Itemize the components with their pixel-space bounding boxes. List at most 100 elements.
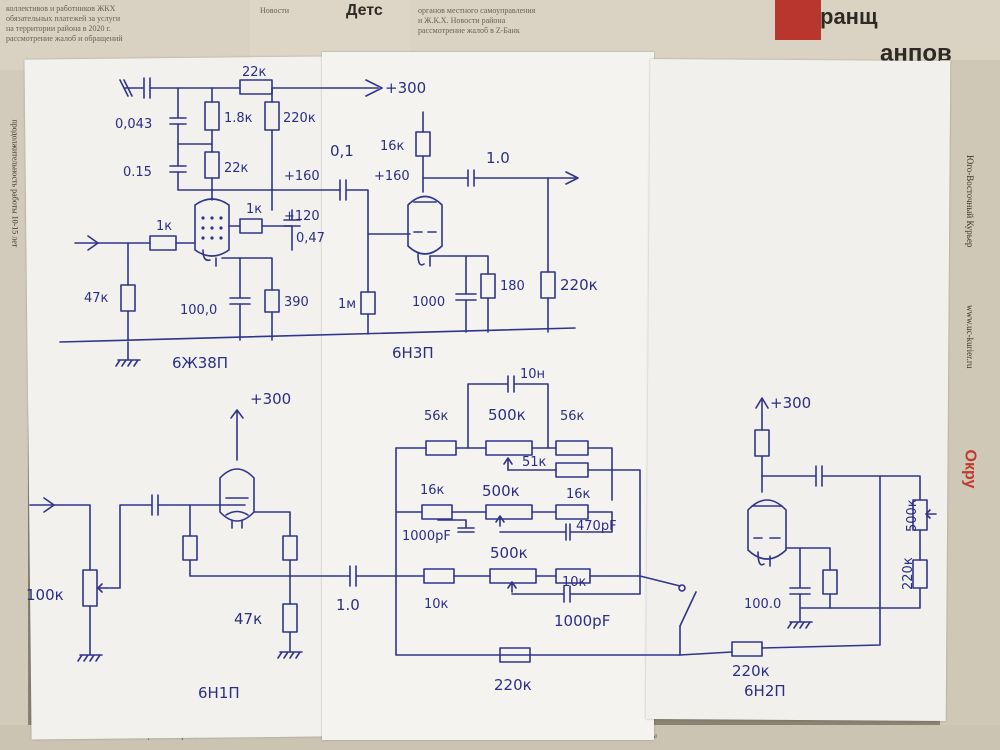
label-1k-screen: 1к [246,202,262,217]
resistor-16k [415,131,431,157]
label-16k: 16к [380,139,405,154]
label-10n: 10н [520,367,545,382]
label-220k-s2: 220к [560,276,598,294]
label-180: 180 [500,279,525,294]
resistor-47k-s3 [282,603,298,633]
resistor-1m [360,291,376,315]
tube-6zh38p [194,198,230,257]
cap-0043-ground [119,77,151,99]
label-10k-left: 10к [424,597,449,612]
label-1000pf-a: 1000pF [402,529,451,544]
label-390: 390 [284,295,309,310]
label-100uF-s4: 100.0 [744,597,781,612]
resistor-56k-left [425,440,457,456]
label-56k-left: 56к [424,409,449,424]
stage3-6n1p [29,409,397,662]
label-220k-s4: 220к [901,557,916,590]
label-plus300-s3: +300 [250,390,291,408]
resistor-220k [264,101,280,131]
resistor-51k [555,462,589,478]
resistor-1.8k [204,101,220,131]
label-plus300-top: +300 [385,79,426,97]
pot-100k [82,569,98,607]
newspaper-left-strip: продолжительность работы 10-15 лет [0,70,28,750]
label-015: 0.15 [123,165,152,180]
paper-sheet-middle [322,52,654,740]
label-500k-1: 500к [488,406,526,424]
tone-stack [395,375,697,663]
resistor-220k-bottom [499,647,531,663]
label-tube-6n3p: 6Н3П [392,344,434,362]
resistor-220k-s4 [912,559,928,589]
label-100uF: 100,0 [180,303,217,318]
resistor-16k-left [421,504,453,520]
stage1-labels: 22к +300 0,043 1.8к 220к 0.15 22к +160 1… [84,65,426,372]
tone-labels: 10н 56к 500к 56к 51к 16к 500к 16к 1000pF… [402,367,617,694]
label-220k-bottom: 220к [494,676,532,694]
label-16k-right: 16к [566,487,591,502]
tube-6n2p [747,499,787,560]
resistor-10k-left [423,568,455,584]
resistor-22k-plate [204,151,220,179]
stage3-labels: +300 100к 47к 1.0 6Н1П [26,390,360,702]
resistor-180 [480,273,496,299]
label-47k-s3: 47к [234,610,262,628]
newspaper-red-block [775,0,821,40]
resistor-220k-feedback [731,641,763,657]
label-470pf: 470pF [576,519,617,534]
label-500k-2: 500к [482,482,520,500]
stage4-6n2p [679,397,937,657]
newspaper-text: Новости [260,6,290,15]
label-100k: 100к [26,586,64,604]
resistor-47k-grid [120,284,136,312]
label-47k: 47к [84,291,109,306]
resistor-22k-top [239,79,273,95]
label-22k: 22к [224,161,249,176]
newspaper-right-strip: Юго-Восточный Курьер www.uc-kurier.ru Ок… [940,60,1000,750]
label-500k-3: 500к [490,544,528,562]
resistor-cathode-right [282,535,298,561]
label-1.0-s3: 1.0 [336,596,360,614]
label-plus160-s1: +160 [284,169,320,184]
resistor-cathode-s4 [822,569,838,595]
newspaper-headline: Детс [346,2,383,19]
label-10k-right: 10к [562,575,587,590]
pot-500k-2 [485,504,533,520]
label-220k-feedback: 220к [732,662,770,680]
label-01: 0,1 [330,142,354,160]
label-plus300-s4: +300 [770,394,811,412]
stage2-labels: 0,1 16к +160 1.0 1м 1000 180 220к 6Н3П [330,139,598,362]
newspaper-top-middle: Детс Новости [250,0,410,60]
newspaper-headline-right-2: ранщ [820,4,878,29]
label-tube-6n2p: 6Н2П [744,682,786,700]
resistor-1k-screen [239,218,263,234]
tube-6n1p [219,468,255,522]
pot-500k-1 [485,440,533,456]
resistor-1k-grid [149,235,177,251]
stage2-6n3p [339,111,579,335]
stage1-6zh38p [59,77,576,367]
label-22k-top: 22к [242,65,267,80]
label-220k: 220к [283,111,316,126]
label-51k: 51к [522,455,547,470]
label-1000pf-b: 1000pF [554,612,610,630]
label-1.8k: 1.8к [224,111,253,126]
resistor-56k-right [555,440,589,456]
label-047: 0,47 [296,231,325,246]
label-0043: 0,043 [115,117,152,132]
resistor-390 [264,289,280,313]
label-1.0-s2: 1.0 [486,149,510,167]
resistor-plate-s4 [754,429,770,457]
label-plus120: +120 [284,209,320,224]
resistor-10k-right [555,568,591,584]
label-16k-left: 16к [420,483,445,498]
label-1k-grid: 1к [156,219,172,234]
label-56k-right: 56к [560,409,585,424]
resistor-16k-right [555,504,589,520]
tube-6n3p [407,195,443,255]
label-1000uF: 1000 [412,295,445,310]
resistor-220k-out [540,271,556,299]
label-1m: 1м [338,297,356,312]
label-tube-6zh38p: 6Ж38П [172,354,228,372]
